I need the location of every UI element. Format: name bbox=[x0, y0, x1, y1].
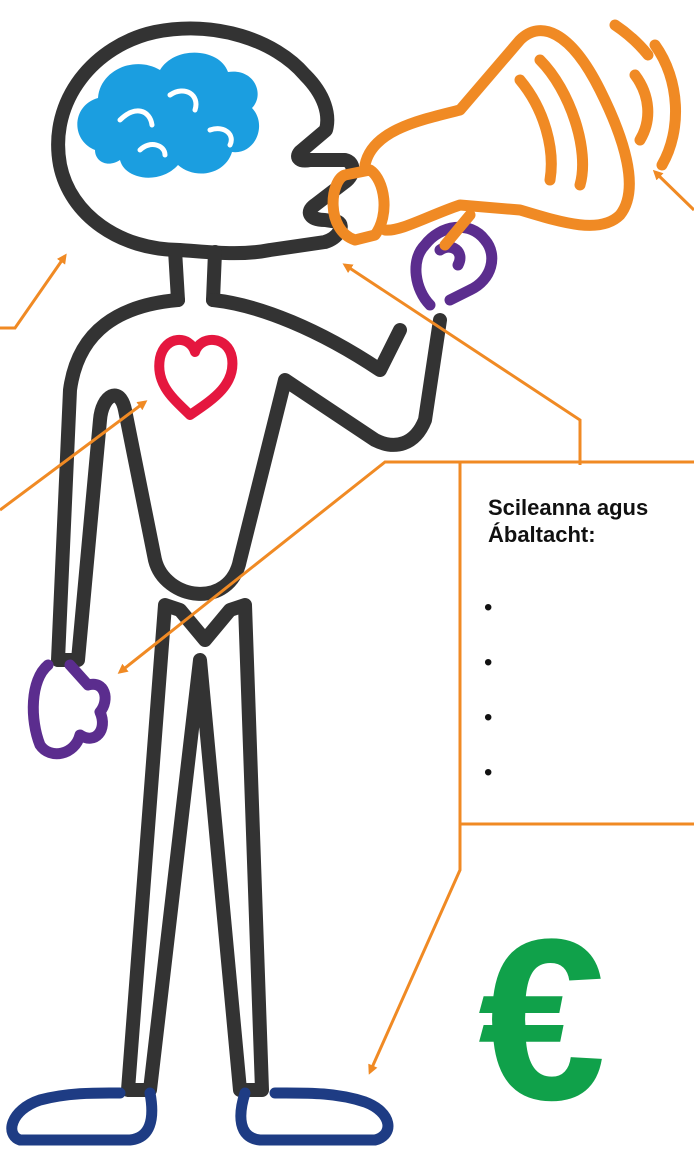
left-hand-icon bbox=[33, 665, 105, 754]
bullet-list: • • • • bbox=[484, 580, 492, 800]
euro-icon: € bbox=[478, 900, 628, 1140]
body-outline-right bbox=[213, 300, 400, 370]
legs-outline bbox=[128, 605, 262, 1090]
heart-icon bbox=[159, 340, 232, 415]
panel-heading: Scileanna agus Ábaltacht: bbox=[488, 494, 648, 548]
megaphone-icon bbox=[333, 31, 629, 245]
skills-panel: Scileanna agus Ábaltacht: • • • • bbox=[460, 462, 694, 824]
bullet-item: • bbox=[484, 580, 492, 635]
panel-heading-line-2: Ábaltacht: bbox=[488, 521, 648, 548]
left-shoe-icon bbox=[12, 1093, 152, 1140]
bullet-item: • bbox=[484, 635, 492, 690]
bullet-item: • bbox=[484, 690, 492, 745]
right-shoe-icon bbox=[241, 1093, 388, 1140]
brain-icon bbox=[77, 53, 259, 178]
bullet-item: • bbox=[484, 745, 492, 800]
panel-heading-line-1: Scileanna agus bbox=[488, 494, 648, 521]
